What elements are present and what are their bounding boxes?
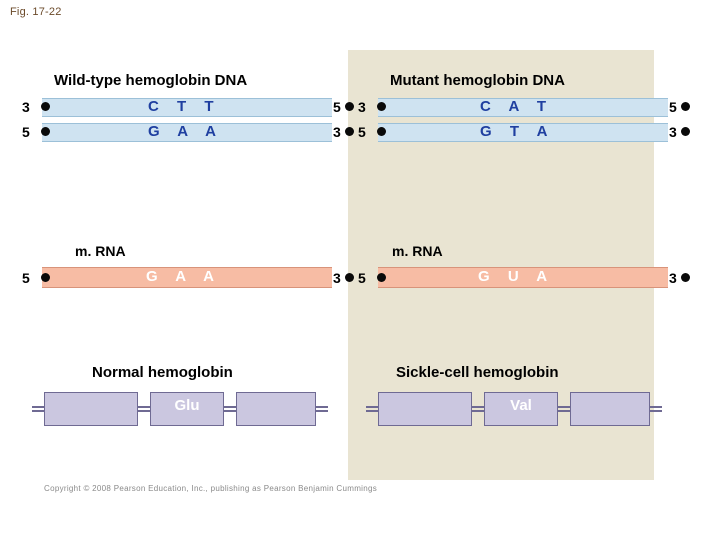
wildtype-dna-title: Wild-type hemoglobin DNA <box>54 72 248 89</box>
wildtype-dna-bottom-left-prime-dot <box>41 127 50 136</box>
mutant-dna-bottom-bases: G T A <box>480 123 555 140</box>
mutant-dna-bottom-strand <box>378 123 668 142</box>
wildtype-protein-link-2 <box>224 406 236 412</box>
mutant-protein-link-2 <box>558 406 570 412</box>
mutant-protein-box-3 <box>570 392 650 426</box>
mutant-mrna-right-end: 3 <box>669 270 677 286</box>
mutant-dna-top-strand <box>378 98 668 117</box>
wildtype-mrna-title: m. RNA <box>75 243 126 259</box>
wildtype-protein-link-1 <box>138 406 150 412</box>
wildtype-mrna-bases: G A A <box>146 268 221 285</box>
wildtype-dna-bottom-left-end: 5 <box>22 124 30 140</box>
wildtype-dna-top-bases: C T T <box>148 98 221 115</box>
wildtype-dna-top-right-prime-dot <box>345 102 354 111</box>
mutant-dna-top-left-prime-dot <box>377 102 386 111</box>
wildtype-dna-top-left-end: 3 <box>22 99 30 115</box>
mutant-dna-bottom-right-end: 3 <box>669 124 677 140</box>
wildtype-mrna-left-prime-dot <box>41 273 50 282</box>
mutant-protein-box-val <box>484 392 558 426</box>
wildtype-dna-bottom-strand <box>42 123 332 142</box>
wildtype-protein-residue-label: Glu <box>174 397 200 414</box>
wildtype-dna-top-left-prime-dot <box>41 102 50 111</box>
mutant-dna-top-right-end: 5 <box>669 99 677 115</box>
wildtype-dna-top-strand <box>42 98 332 117</box>
wildtype-protein-box-3 <box>236 392 316 426</box>
mutant-dna-title: Mutant hemoglobin DNA <box>390 72 565 89</box>
wildtype-mrna-left-end: 5 <box>22 270 30 286</box>
copyright-notice: Copyright © 2008 Pearson Education, Inc.… <box>44 484 378 493</box>
wildtype-protein-title: Normal hemoglobin <box>92 364 233 381</box>
figure-label: Fig. 17-22 <box>10 6 62 18</box>
mutant-mrna-strand <box>378 267 668 288</box>
wildtype-protein-link-right <box>316 406 328 412</box>
mutant-dna-top-left-end: 3 <box>358 99 366 115</box>
mutant-mrna-bases: G U A <box>478 268 555 285</box>
wildtype-mrna-right-end: 3 <box>333 270 341 286</box>
mutant-protein-residue-label: Val <box>510 397 532 414</box>
wildtype-mrna-right-prime-dot <box>345 273 354 282</box>
wildtype-dna-bottom-right-prime-dot <box>345 127 354 136</box>
wildtype-protein-box-1 <box>44 392 138 426</box>
mutant-mrna-left-end: 5 <box>358 270 366 286</box>
wildtype-mrna-strand <box>42 267 332 288</box>
mutant-protein-title: Sickle-cell hemoglobin <box>396 364 559 381</box>
mutant-protein-link-right <box>650 406 662 412</box>
mutant-protein-link-left <box>366 406 378 412</box>
mutant-mrna-left-prime-dot <box>377 273 386 282</box>
mutant-protein-box-1 <box>378 392 472 426</box>
mutant-dna-top-bases: C A T <box>480 98 554 115</box>
mutant-dna-bottom-left-end: 5 <box>358 124 366 140</box>
mutant-protein-link-1 <box>472 406 484 412</box>
wildtype-dna-top-right-end: 5 <box>333 99 341 115</box>
wildtype-dna-bottom-right-end: 3 <box>333 124 341 140</box>
mutant-dna-bottom-right-prime-dot <box>681 127 690 136</box>
mutant-mrna-right-prime-dot <box>681 273 690 282</box>
wildtype-protein-box-glu <box>150 392 224 426</box>
mutant-mrna-title: m. RNA <box>392 243 443 259</box>
wildtype-protein-link-left <box>32 406 44 412</box>
mutant-dna-top-right-prime-dot <box>681 102 690 111</box>
wildtype-dna-bottom-bases: G A A <box>148 123 223 140</box>
mutant-dna-bottom-left-prime-dot <box>377 127 386 136</box>
